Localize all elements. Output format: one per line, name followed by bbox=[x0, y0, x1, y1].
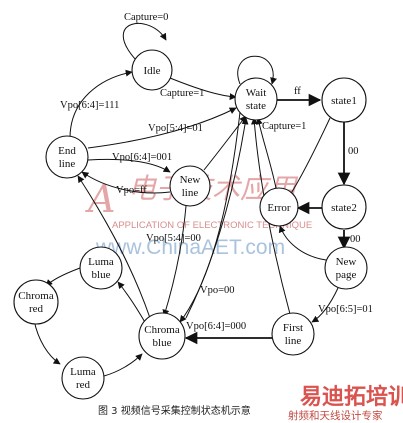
label-state1-to-state2: 00 bbox=[348, 146, 359, 157]
edge-newpage-to-error bbox=[278, 225, 327, 261]
svg-text:blue: blue bbox=[153, 337, 172, 349]
watermark-application-text: APPLICATION OF ELECTRONIC TECHNIQUE bbox=[112, 220, 312, 231]
watermark-brand-sub: 射频和天线设计专家 bbox=[288, 409, 383, 422]
svg-text:red: red bbox=[76, 379, 91, 391]
edge-lumared-to-chromablue bbox=[103, 353, 143, 377]
figure-caption: 图 3 视频信号采集控制状态机示意 bbox=[98, 404, 251, 417]
edge-newline-to-endline bbox=[81, 171, 171, 194]
label-idle-self: Capture=0 bbox=[124, 12, 168, 23]
label-to-chromablue: Vpo=00 bbox=[200, 285, 235, 296]
svg-text:Idle: Idle bbox=[143, 65, 160, 77]
edge-endline-to-idle bbox=[69, 69, 133, 139]
state-error: Error bbox=[259, 187, 299, 227]
label-newpage-to-firstline: Vpo[6:5]=01 bbox=[318, 304, 373, 315]
label-endline-to-wait: Vpo[5:4]=01 bbox=[148, 123, 203, 134]
state-luma-blue: Luma blue bbox=[79, 246, 123, 290]
state-new-line: New line bbox=[169, 165, 211, 207]
svg-text:New: New bbox=[180, 174, 201, 186]
svg-text:state: state bbox=[246, 100, 266, 112]
edge-newpage-to-firstline bbox=[311, 287, 339, 323]
state-state1: state1 bbox=[321, 77, 367, 123]
svg-text:line: line bbox=[59, 158, 76, 170]
state-state2: state2 bbox=[321, 184, 367, 230]
svg-text:state1: state1 bbox=[331, 95, 357, 107]
edge-chromared-to-lumared bbox=[33, 319, 61, 365]
svg-text:blue: blue bbox=[92, 269, 111, 281]
label-firstline-to-chromablue: Vpo[6:4]=000 bbox=[186, 321, 246, 332]
edge-wait-self bbox=[237, 55, 277, 85]
label-endline-to-newline: Vpo[6:4]=001 bbox=[112, 152, 172, 163]
label-newline-to-endline: Vpo=ff bbox=[116, 185, 147, 196]
state-wait: Wait state bbox=[234, 77, 278, 121]
edge-newline-to-chromablue bbox=[162, 205, 187, 317]
edge-endline-to-wait bbox=[87, 107, 237, 149]
state-new-page: New page bbox=[324, 246, 368, 290]
svg-text:state2: state2 bbox=[331, 202, 357, 214]
svg-text:Chroma: Chroma bbox=[144, 324, 180, 336]
edge-error-to-wait bbox=[255, 117, 277, 189]
edge-chromablue-to-endline bbox=[77, 175, 151, 319]
label-wait-to-state1: ff bbox=[294, 86, 301, 97]
state-idle: Idle bbox=[131, 49, 173, 91]
svg-text:line: line bbox=[182, 187, 199, 199]
svg-text:First: First bbox=[283, 322, 303, 334]
edge-lumablue-to-chromared bbox=[45, 267, 81, 287]
svg-text:End: End bbox=[58, 145, 76, 157]
edge-newline-to-wait bbox=[203, 115, 247, 171]
state-end-line: End line bbox=[45, 135, 89, 179]
watermark-url: www.ChinaAET.com bbox=[95, 236, 285, 259]
watermark-brand: 易迪拓培训 bbox=[300, 384, 403, 410]
state-first-line: First line bbox=[271, 312, 315, 356]
edge-endline-to-newline bbox=[87, 158, 171, 173]
watermark-logo-letter: A bbox=[85, 177, 115, 221]
svg-text:Chroma: Chroma bbox=[18, 290, 54, 302]
svg-text:page: page bbox=[336, 269, 357, 281]
svg-text:Luma: Luma bbox=[70, 366, 96, 378]
state-luma-red: Luma red bbox=[61, 356, 105, 400]
state-chroma-red: Chroma red bbox=[13, 279, 59, 325]
edge-idle-to-wait bbox=[169, 77, 237, 101]
svg-text:red: red bbox=[29, 303, 44, 315]
label-idle-to-wait: Capture=1 bbox=[160, 88, 204, 99]
label-newline-to-chromablue: Vpo[5:4]=00 bbox=[146, 233, 201, 244]
edge-idle-self bbox=[122, 22, 167, 61]
state-chroma-blue: Chroma blue bbox=[138, 312, 186, 360]
label-error-to-wait: Capture=1 bbox=[262, 121, 306, 132]
svg-text:Luma: Luma bbox=[88, 256, 114, 268]
svg-text:Error: Error bbox=[267, 202, 291, 214]
label-endline-to-idle: Vpo[6:4]=111 bbox=[60, 100, 119, 111]
svg-text:New: New bbox=[336, 256, 357, 268]
label-state2-to-newpage: 00 bbox=[350, 234, 361, 245]
svg-text:line: line bbox=[285, 335, 302, 347]
edge-wait-to-chromablue bbox=[179, 111, 241, 323]
svg-text:Wait: Wait bbox=[246, 87, 267, 99]
edge-chromablue-to-lumablue bbox=[117, 281, 147, 325]
